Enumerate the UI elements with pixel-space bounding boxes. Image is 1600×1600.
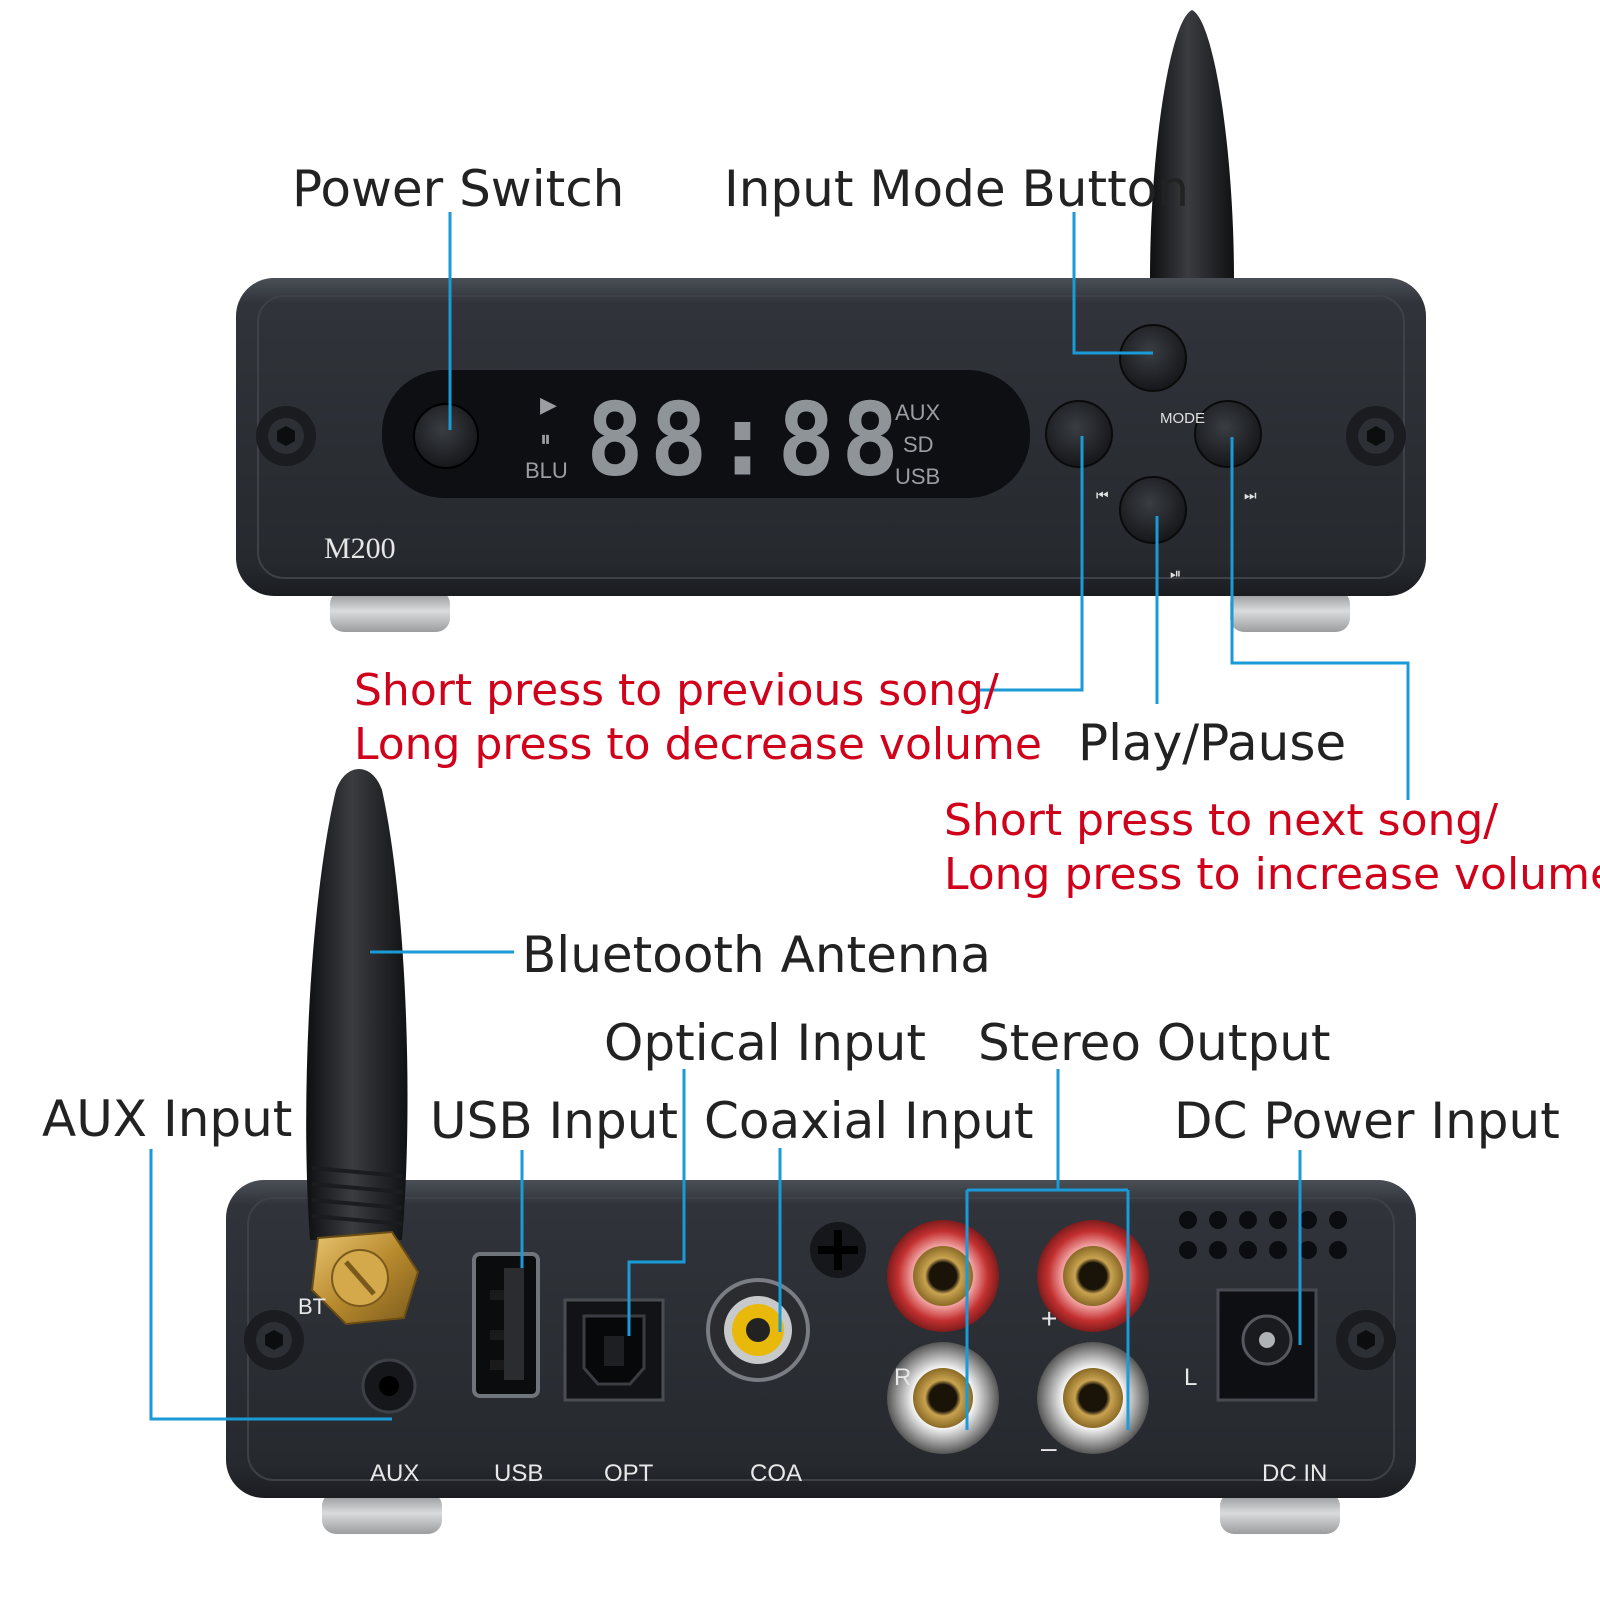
callout-next-line2: Long press to increase volume bbox=[944, 849, 1600, 900]
callout-prev-song: Short press to previous song/ Long press… bbox=[354, 664, 1042, 772]
rear-foot-left bbox=[322, 1492, 442, 1534]
coaxial-port bbox=[706, 1278, 810, 1382]
display-source-usb: USB bbox=[895, 464, 941, 489]
display-play-symbol: ▶ bbox=[540, 392, 557, 417]
next-icon: ⏭ bbox=[1244, 487, 1257, 503]
front-foot-left bbox=[330, 590, 450, 632]
display-digits: 88:88 bbox=[586, 381, 905, 499]
callout-next-line1: Short press to next song/ bbox=[944, 795, 1499, 846]
display-source-blu: BLU bbox=[525, 458, 568, 483]
speaker-terminal-l-plus bbox=[1037, 1220, 1149, 1332]
plus-label: + bbox=[1041, 1303, 1058, 1334]
display-source-sd: SD bbox=[903, 432, 934, 457]
speaker-terminal-l-minus bbox=[1037, 1342, 1149, 1454]
aux-port-label: AUX bbox=[370, 1460, 420, 1487]
display-pause-symbol: ⏸ bbox=[540, 426, 552, 451]
rear-antenna bbox=[306, 769, 408, 1240]
rear-foot-right bbox=[1220, 1492, 1340, 1534]
callout-prev-line1: Short press to previous song/ bbox=[354, 665, 999, 716]
speaker-terminal-r-minus bbox=[887, 1342, 999, 1454]
front-foot-right bbox=[1230, 590, 1350, 632]
callout-power-switch: Power Switch bbox=[292, 160, 625, 218]
callout-aux-input: AUX Input bbox=[42, 1090, 293, 1148]
prev-button bbox=[1045, 400, 1113, 468]
model-label: M200 bbox=[324, 532, 396, 565]
optical-port bbox=[563, 1298, 665, 1402]
leader-lines bbox=[149, 212, 1410, 1430]
aux-jack bbox=[361, 1358, 417, 1414]
usb-port-label: USB bbox=[494, 1460, 544, 1487]
callout-optical-input: Optical Input bbox=[604, 1014, 926, 1072]
rear-screw-left bbox=[244, 1310, 304, 1370]
callout-bluetooth-antenna: Bluetooth Antenna bbox=[522, 926, 991, 984]
rear-antenna-ridges bbox=[311, 1166, 403, 1226]
front-antenna bbox=[1150, 10, 1234, 280]
mode-button-label: MODE bbox=[1160, 410, 1205, 427]
power-switch-knob bbox=[413, 403, 479, 469]
left-channel-label: L bbox=[1184, 1364, 1198, 1391]
display-source-aux: AUX bbox=[895, 400, 941, 425]
coa-port-label: COA bbox=[750, 1460, 803, 1487]
usb-port bbox=[472, 1252, 540, 1398]
callout-stereo-output: Stereo Output bbox=[978, 1014, 1331, 1072]
callout-next-song: Short press to next song/ Long press to … bbox=[944, 794, 1600, 902]
phillips-screw bbox=[810, 1222, 866, 1278]
callout-play-pause: Play/Pause bbox=[1078, 714, 1347, 772]
opt-port-label: OPT bbox=[604, 1460, 654, 1487]
callout-dc-power-input: DC Power Input bbox=[1174, 1092, 1560, 1150]
display-panel bbox=[382, 370, 1030, 498]
vent-holes bbox=[1179, 1211, 1347, 1259]
prev-icon: ⏮ bbox=[1096, 487, 1109, 503]
callout-prev-line2: Long press to decrease volume bbox=[354, 719, 1042, 770]
callout-usb-input: USB Input bbox=[430, 1092, 678, 1150]
mode-button bbox=[1119, 324, 1187, 392]
bt-label: BT bbox=[298, 1294, 327, 1319]
play-pause-icon: ⏯ bbox=[1170, 565, 1182, 581]
dc-in-port-label: DC IN bbox=[1262, 1460, 1328, 1487]
callout-coaxial-input: Coaxial Input bbox=[704, 1092, 1034, 1150]
right-channel-label: R bbox=[894, 1364, 912, 1391]
callout-input-mode-button: Input Mode Button bbox=[724, 160, 1189, 218]
minus-label: – bbox=[1041, 1432, 1057, 1463]
speaker-terminal-r-plus bbox=[887, 1220, 999, 1332]
play-pause-button bbox=[1119, 476, 1187, 544]
next-button bbox=[1194, 400, 1262, 468]
front-screw-right bbox=[1346, 406, 1406, 466]
rear-screw-right bbox=[1336, 1310, 1396, 1370]
front-screw-left bbox=[256, 406, 316, 466]
